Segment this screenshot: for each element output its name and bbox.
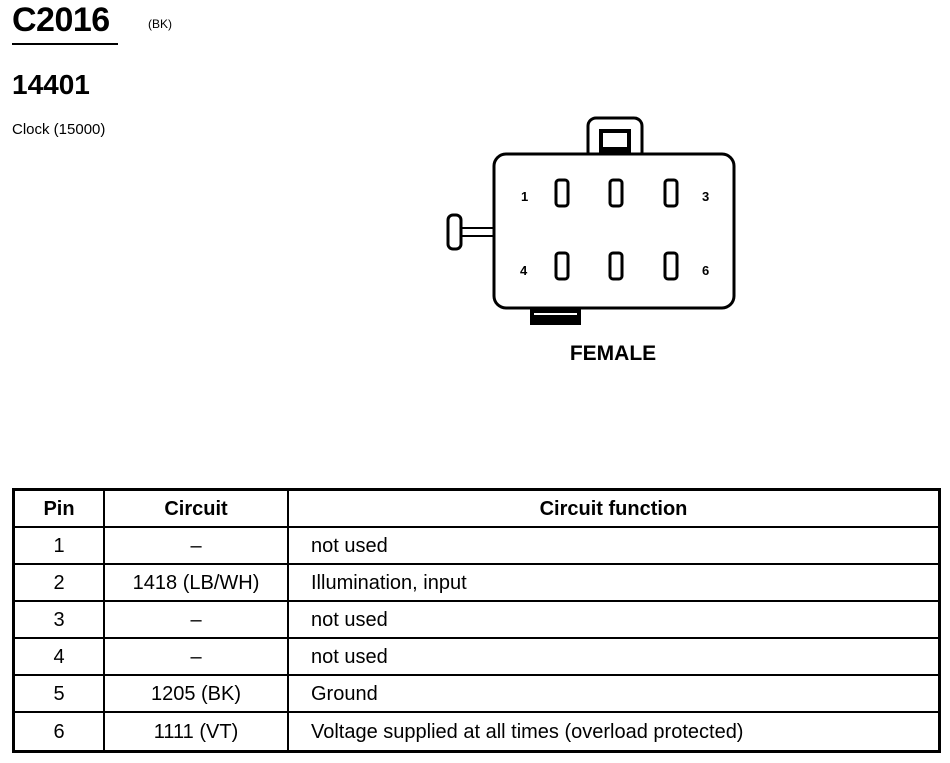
bottom-key-tab-gap <box>534 313 577 315</box>
row-3-circuit: – <box>105 602 289 639</box>
row-1-pin: 1 <box>15 528 105 565</box>
connector-color-code: (BK) <box>148 17 172 31</box>
left-tab-stem <box>459 227 496 237</box>
pin-cavity-4 <box>554 251 570 281</box>
connector-body <box>492 152 736 310</box>
pin-label-bottom-right: 6 <box>702 263 709 278</box>
pin-label-bottom-left: 4 <box>520 263 528 278</box>
connector-face-diagram: 1 3 4 6 <box>446 116 736 325</box>
row-6-circuit: 1111 (VT) <box>105 713 289 750</box>
bottom-key-tab <box>530 308 581 325</box>
header-pin: Pin <box>15 491 105 528</box>
header-circuit: Circuit <box>105 491 289 528</box>
header-circuit-function: Circuit function <box>289 491 938 528</box>
component-description: Clock (15000) <box>12 121 106 138</box>
row-3-function: not used <box>289 602 938 639</box>
row-2-function: Illumination, input <box>289 565 938 602</box>
pin-cavity-3 <box>663 178 679 208</box>
row-5-pin: 5 <box>15 676 105 713</box>
part-number: 14401 <box>12 69 90 100</box>
left-tab-head <box>446 213 463 251</box>
row-4-circuit: – <box>105 639 289 676</box>
pin-cavity-1 <box>554 178 570 208</box>
row-5-function: Ground <box>289 676 938 713</box>
row-2-circuit: 1418 (LB/WH) <box>105 565 289 602</box>
row-1-circuit: – <box>105 528 289 565</box>
row-6-function: Voltage supplied at all times (overload … <box>311 720 744 743</box>
row-3-pin: 3 <box>15 602 105 639</box>
pin-label-top-left: 1 <box>521 189 528 204</box>
pinout-table: Pin Circuit Circuit function 1 – not use… <box>12 488 941 753</box>
pin-cavity-2 <box>608 178 624 208</box>
row-5-circuit: 1205 (BK) <box>105 676 289 713</box>
row-4-pin: 4 <box>15 639 105 676</box>
connector-id-underline <box>12 43 118 45</box>
row-4-function: not used <box>289 639 938 676</box>
pin-cavity-5 <box>608 251 624 281</box>
top-latch-window-fill <box>603 147 627 155</box>
row-1-function: not used <box>289 528 938 565</box>
row-6-pin: 6 <box>15 713 105 750</box>
pin-cavity-6 <box>663 251 679 281</box>
connector-view-label: FEMALE <box>569 342 657 365</box>
connector-id: C2016 <box>12 1 110 39</box>
pin-label-top-right: 3 <box>702 189 709 204</box>
row-2-pin: 2 <box>15 565 105 602</box>
